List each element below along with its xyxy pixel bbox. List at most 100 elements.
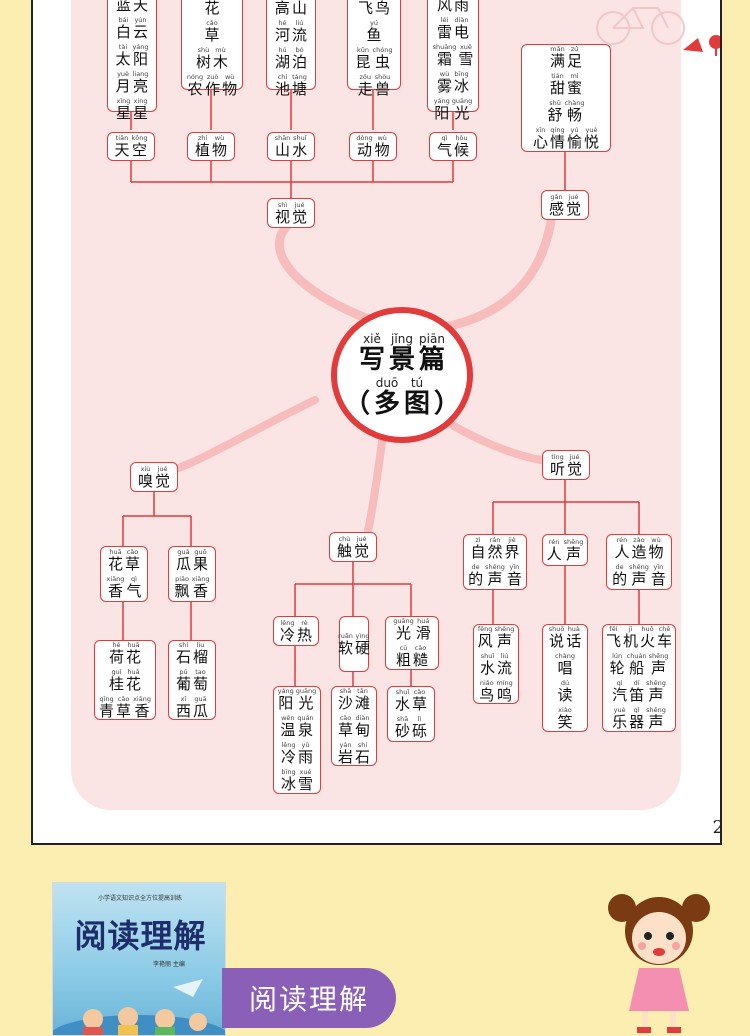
- hanzi: 物: [222, 79, 238, 98]
- hanzi: 硬: [355, 638, 371, 657]
- pinyin: tú: [410, 376, 424, 390]
- hanzi: 感: [548, 199, 564, 218]
- mindmap-page: lán蓝tiān天bái白yún云tài太yáng阳yuè月liang亮xīng…: [31, 0, 722, 845]
- pinyin: shuāng: [432, 43, 457, 51]
- pinyin: yīn: [653, 563, 664, 571]
- pinyin: jué: [157, 464, 168, 473]
- pinyin: qì: [633, 706, 640, 714]
- pinyin: guā: [194, 694, 207, 703]
- pinyin: chóng: [372, 45, 393, 54]
- hanzi: 湖: [274, 52, 290, 71]
- hanzi: 草: [116, 701, 132, 720]
- cover-author: 李艳丽 主编: [153, 961, 185, 968]
- pinyin: shēng: [648, 652, 669, 660]
- pinyin: de: [615, 563, 624, 571]
- pinyin: huā: [109, 548, 122, 556]
- hanzi: 白: [115, 23, 131, 41]
- pinyin: guāng: [451, 97, 473, 105]
- hanzi: 物: [374, 141, 390, 159]
- pinyin: shuǐ: [395, 688, 410, 696]
- pinyin: yuè: [613, 706, 626, 714]
- hanzi: 果: [193, 555, 209, 573]
- pinyin: xiāng: [133, 694, 151, 703]
- girl-cartoon: [608, 894, 710, 1033]
- hanzi: 走: [357, 79, 373, 98]
- pinyin: bái: [118, 16, 129, 24]
- hanzi: 声: [648, 686, 664, 704]
- pinyin: dú: [560, 679, 570, 687]
- pinyin: zǒu: [359, 72, 371, 81]
- hanzi: 音: [650, 570, 666, 588]
- pinyin: qì: [130, 575, 137, 583]
- pinyin: rán: [489, 536, 501, 544]
- pinyin: yán: [339, 740, 352, 749]
- hanzi: 雨: [298, 748, 314, 766]
- hanzi: 云: [133, 23, 149, 41]
- hanzi: 月: [115, 77, 131, 95]
- pinyin: wù: [224, 72, 235, 81]
- hanzi: 雪: [458, 50, 474, 68]
- pinyin: mì: [570, 72, 579, 80]
- list-animal: fēi飞niǎo鸟yú鱼kūn昆chóng虫zǒu走shòu兽: [347, 0, 401, 97]
- pinyin: chù: [338, 534, 351, 543]
- pinyin: bīng: [454, 70, 469, 78]
- pinyin: jué: [356, 534, 367, 543]
- hanzi: 的: [612, 570, 628, 588]
- hanzi: 物: [212, 141, 228, 159]
- char-cell: gāo高: [275, 0, 290, 17]
- pinyin: diàn: [454, 16, 469, 24]
- pinyin: ruǎn: [338, 631, 353, 640]
- pinyin: lún: [612, 652, 623, 660]
- hanzi: 器: [629, 713, 645, 731]
- pinyin: shì: [277, 200, 288, 209]
- pinyin: cǎo: [126, 548, 139, 556]
- hanzi: 温: [280, 721, 296, 739]
- hanzi: 霜: [436, 50, 452, 68]
- char-cell: .）: [434, 376, 460, 418]
- pinyin: qíng: [550, 126, 565, 134]
- hanzi: 声: [631, 570, 647, 588]
- hanzi: 雾: [436, 77, 452, 95]
- connector-lines: [122, 88, 640, 686]
- pinyin: chuán: [626, 652, 647, 660]
- book-cover[interactable]: 小学语文知识点全方位提高训练 阅读理解 李艳丽 主编: [52, 882, 226, 1036]
- pinyin: shēng: [646, 679, 666, 687]
- pinyin: yú: [370, 18, 378, 27]
- book-title-banner[interactable]: 阅读理解: [222, 968, 396, 1028]
- hanzi: 视: [274, 207, 290, 226]
- hanzi: 阳: [133, 50, 149, 68]
